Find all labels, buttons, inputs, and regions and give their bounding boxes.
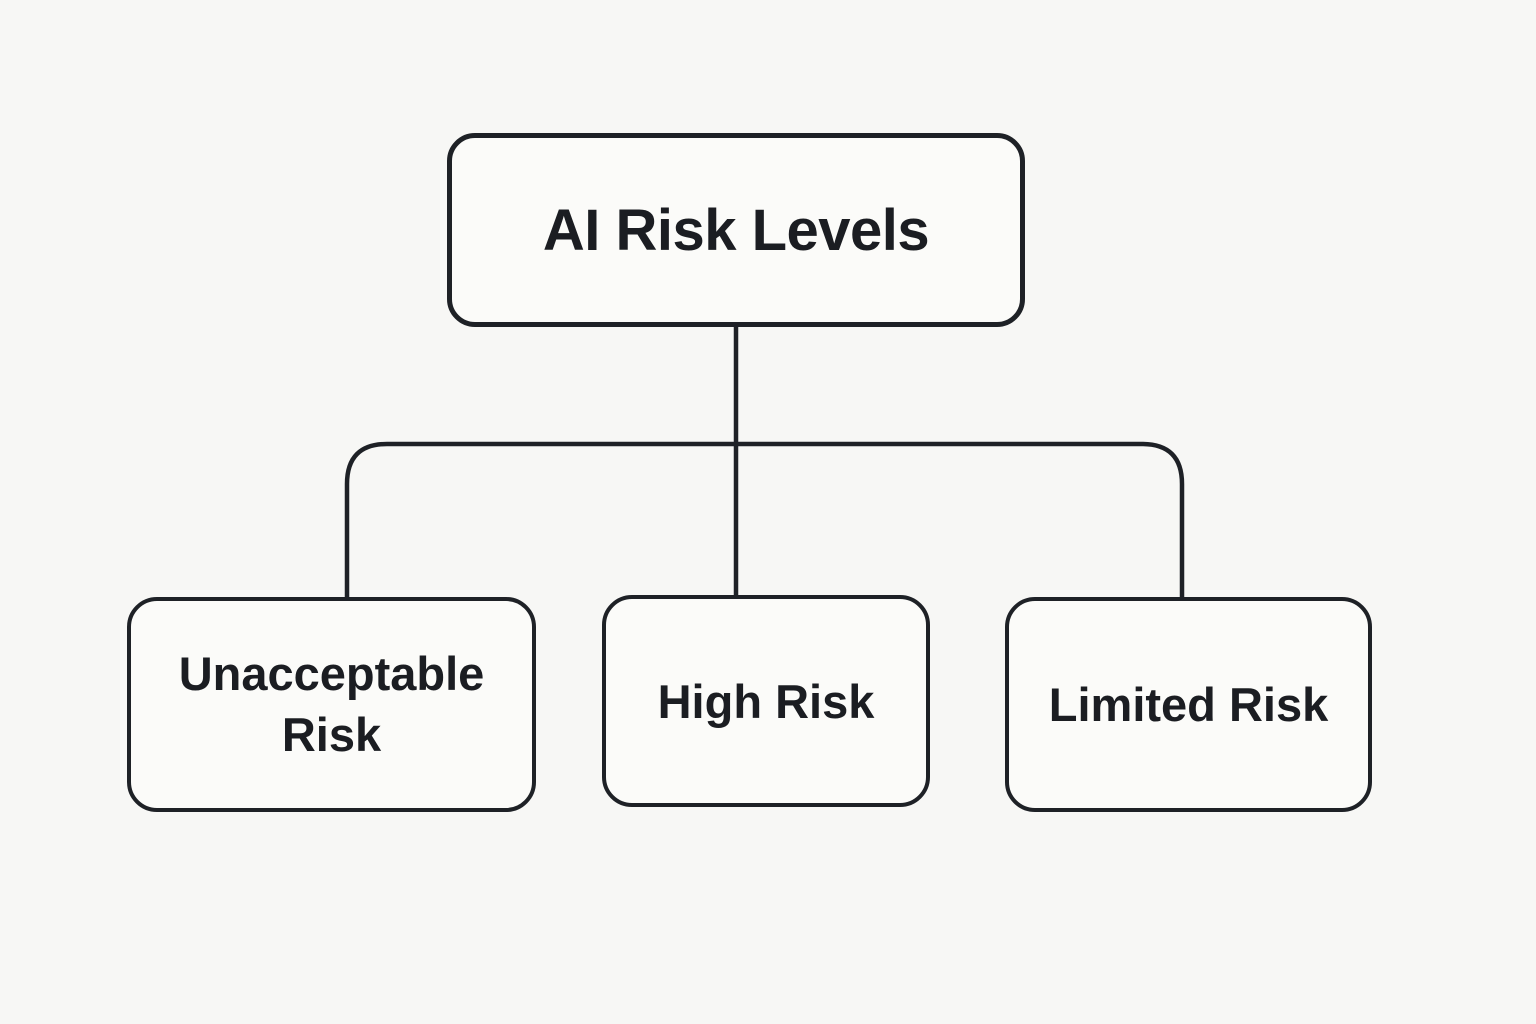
node-limited-risk: Limited Risk — [1005, 597, 1372, 812]
node-unacceptable-risk-label: Unacceptable Risk — [178, 647, 485, 761]
node-high-risk: High Risk — [602, 595, 930, 807]
node-unacceptable-risk: Unacceptable Risk — [127, 597, 536, 812]
node-limited-risk-label: Limited Risk — [1048, 678, 1329, 731]
node-ai-risk-levels: AI Risk Levels — [447, 133, 1025, 327]
node-ai-risk-levels-label: AI Risk Levels — [542, 197, 930, 263]
node-high-risk-label: High Risk — [657, 674, 875, 728]
